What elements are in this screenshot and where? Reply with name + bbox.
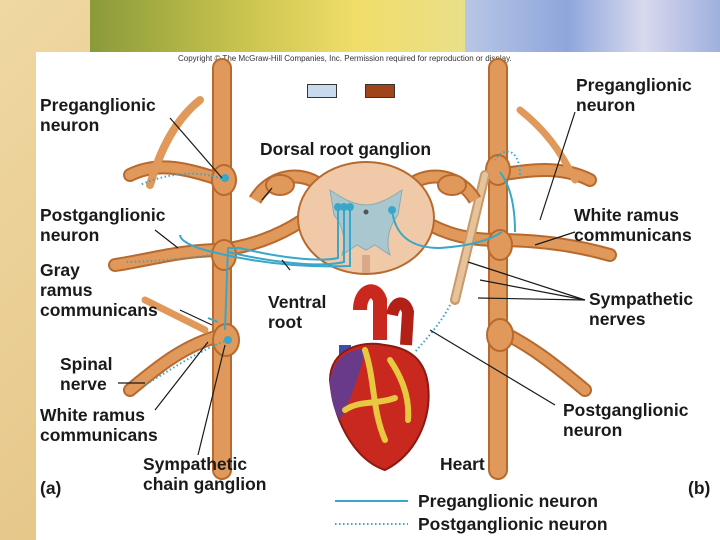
decorative-banner [90,0,720,52]
banner-left-image [90,0,470,52]
label-panel-a: (a) [40,478,62,498]
label-dorsal-root-ganglion: Dorsal root ganglion [260,139,432,159]
label-panel-b: (b) [688,478,711,498]
legend-preganglionic-text: Preganglionic neuron [418,491,598,511]
spinal-cord [249,161,481,275]
label-heart: Heart [440,454,485,474]
swatch-dark [365,84,395,98]
postganglionic-dotted-paths [124,150,521,386]
swatch-light [307,84,337,98]
copyright-notice: Copyright © The McGraw-Hill Companies, I… [178,54,512,63]
right-sympathetic-chain [408,58,617,480]
heart-illustration [328,284,430,472]
legend-postganglionic-text: Postganglionic neuron [418,514,608,534]
leader-lines [118,111,586,456]
banner-right-image [465,0,720,52]
neuron-paths [179,171,516,344]
